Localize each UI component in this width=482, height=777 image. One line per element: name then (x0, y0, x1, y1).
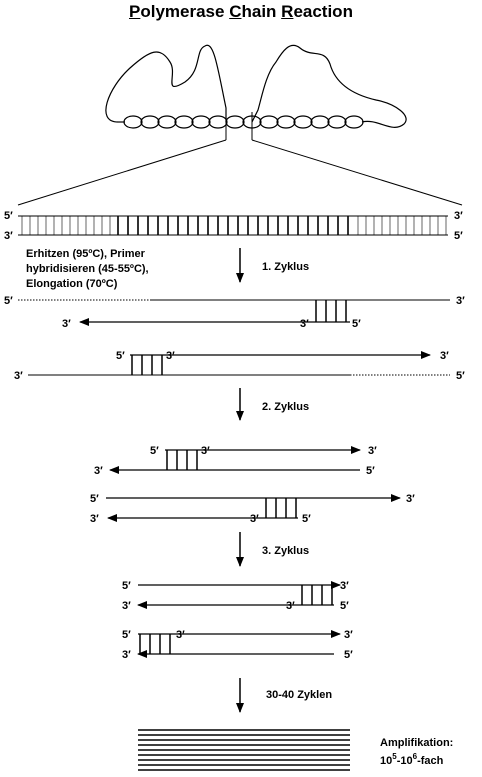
zoom-lines (17, 112, 463, 206)
title-initial-p: P (129, 2, 141, 21)
diagram-title: Polymerase Chain Reaction (0, 2, 482, 22)
title-word-chain: hain (241, 2, 282, 21)
c2-b-5-end: 5′ (366, 465, 375, 477)
c3-c-3-end: 3′ (344, 629, 353, 641)
c3-b-3-label: 3′ (286, 600, 295, 612)
c3-b-3-end: 3′ (122, 600, 131, 612)
amplified-products (138, 729, 350, 771)
c2-c-3-end: 3′ (406, 493, 415, 505)
c1-primer2-3-label: 3′ (166, 350, 175, 362)
ladder-top-3-end: 3′ (454, 210, 463, 222)
c2-d-3-label: 3′ (250, 513, 259, 525)
c2-a-5-end: 5′ (150, 445, 159, 457)
c3-c-3-label: 3′ (176, 629, 185, 641)
cycle-3-label: 3. Zyklus (262, 545, 309, 557)
c2-d-3-end: 3′ (90, 513, 99, 525)
ladder-bottom-3-end: 3′ (4, 230, 13, 242)
conditions-line-3: Elongation (70ºC) (26, 278, 118, 290)
title-word-reaction: eaction (293, 2, 353, 21)
cycle-1-products (18, 299, 450, 376)
c3-c-5-end: 5′ (122, 629, 131, 641)
c1-top-3-end: 3′ (456, 295, 465, 307)
cycle-2-products (106, 446, 401, 522)
title-word-polymerase: olymerase (140, 2, 230, 21)
conditions-line-2: hybridisieren (45-55ºC), (26, 263, 149, 275)
title-initial-r: R (281, 2, 294, 21)
c3-d-3-end: 3′ (122, 649, 131, 661)
c1-primer1-5-end: 5′ (352, 318, 361, 330)
ladder-top-5-end: 5′ (4, 210, 13, 222)
ladder-bottom-5-end: 5′ (454, 230, 463, 242)
c3-a-3-end: 3′ (340, 580, 349, 592)
c2-a-3-end: 3′ (368, 445, 377, 457)
c2-b-3-end: 3′ (94, 465, 103, 477)
c1-bottom-3-end: 3′ (14, 370, 23, 382)
conditions-line-1: Erhitzen (95ºC), Primer (26, 248, 146, 260)
c3-a-5-end: 5′ (122, 580, 131, 592)
c1-top-5-end: 5′ (4, 295, 13, 307)
final-cycles-label: 30-40 Zyklen (266, 689, 332, 701)
c2-a-3-label: 3′ (201, 445, 210, 457)
c1-primer1-3-label: 3′ (300, 318, 309, 330)
title-initial-c: C (229, 2, 242, 21)
c1-primer1-3-end: 3′ (62, 318, 71, 330)
c3-d-5-end: 5′ (344, 649, 353, 661)
cycle-3-products (137, 581, 341, 658)
cycle-2-label: 2. Zyklus (262, 401, 309, 413)
amplification-label: Amplifikation: (380, 737, 453, 749)
target-dna-ladder (18, 215, 448, 236)
c2-c-5-end: 5′ (90, 493, 99, 505)
cycle-1-label: 1. Zyklus (262, 261, 309, 273)
nucleosome-beads (123, 115, 364, 129)
genomic-dna (105, 44, 407, 128)
amplification-factor: 105-106-fach (380, 752, 444, 767)
c2-d-5-end: 5′ (302, 513, 311, 525)
c1-primer2-3-end: 3′ (440, 350, 449, 362)
c1-bottom-5-end: 5′ (456, 370, 465, 382)
c3-b-5-end: 5′ (340, 600, 349, 612)
c1-primer2-5-end: 5′ (116, 350, 125, 362)
